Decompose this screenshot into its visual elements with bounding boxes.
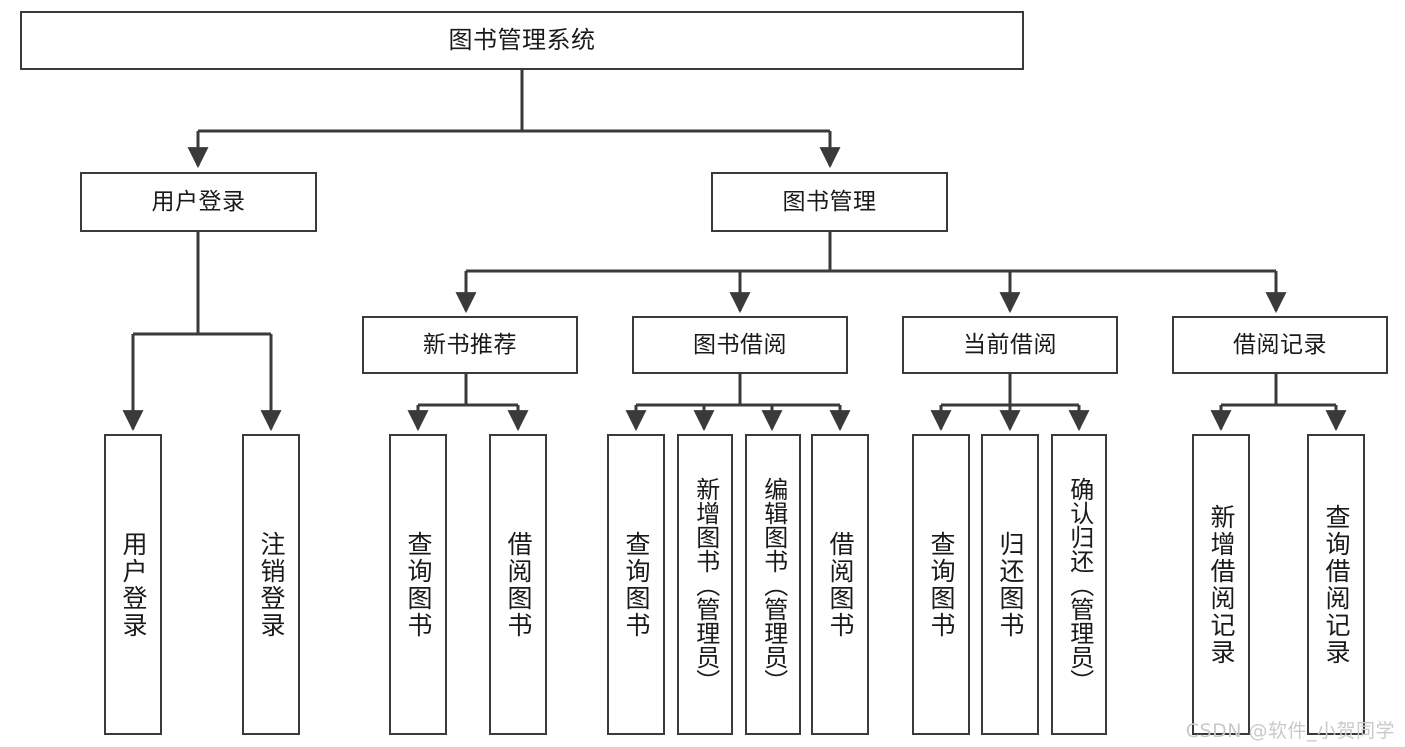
node-label: 归还图书 — [996, 530, 1025, 639]
node-label: 当前借阅 — [963, 331, 1057, 358]
leaf-borrow-book[interactable]: 借阅图书 — [811, 434, 869, 735]
leaf-user-login[interactable]: 用户登录 — [104, 434, 162, 735]
leaf-query-borrow-record[interactable]: 查询借阅记录 — [1307, 434, 1365, 735]
node-label: 查询图书 — [622, 530, 651, 639]
node-label: 用户登录 — [151, 188, 246, 215]
node-label: 新增图书（管理员） — [691, 476, 720, 693]
node-label: 查询图书 — [927, 530, 956, 639]
node-label: 用户登录 — [119, 530, 148, 639]
node-root-system[interactable]: 图书管理系统 — [20, 11, 1024, 70]
node-label: 图书管理系统 — [448, 25, 596, 54]
node-borrow-record[interactable]: 借阅记录 — [1172, 316, 1388, 374]
leaf-add-book-admin[interactable]: 新增图书（管理员） — [677, 434, 733, 735]
leaf-query-book-recommend[interactable]: 查询图书 — [389, 434, 447, 735]
node-book-borrow[interactable]: 图书借阅 — [632, 316, 848, 374]
leaf-confirm-return-admin[interactable]: 确认归还（管理员） — [1051, 434, 1107, 735]
watermark: CSDN @软件_小贺同学 — [1185, 720, 1395, 742]
node-label: 图书借阅 — [693, 331, 787, 358]
node-label: 借阅图书 — [826, 530, 855, 639]
node-user-login[interactable]: 用户登录 — [80, 172, 317, 232]
leaf-query-book-borrow[interactable]: 查询图书 — [607, 434, 665, 735]
node-label: 查询图书 — [404, 530, 433, 639]
node-label: 图书管理 — [782, 188, 877, 215]
leaf-query-book-current[interactable]: 查询图书 — [912, 434, 970, 735]
node-label: 新增借阅记录 — [1207, 503, 1236, 666]
node-label: 新书推荐 — [423, 331, 517, 358]
leaf-add-borrow-record[interactable]: 新增借阅记录 — [1192, 434, 1250, 735]
node-book-management[interactable]: 图书管理 — [711, 172, 948, 232]
node-new-book-recommend[interactable]: 新书推荐 — [362, 316, 578, 374]
leaf-borrow-book-recommend[interactable]: 借阅图书 — [489, 434, 547, 735]
node-label: 借阅记录 — [1233, 331, 1327, 358]
leaf-edit-book-admin[interactable]: 编辑图书（管理员） — [745, 434, 801, 735]
node-current-borrow[interactable]: 当前借阅 — [902, 316, 1118, 374]
node-label: 借阅图书 — [504, 530, 533, 639]
leaf-return-book[interactable]: 归还图书 — [981, 434, 1039, 735]
leaf-logout[interactable]: 注销登录 — [242, 434, 300, 735]
node-label: 确认归还（管理员） — [1065, 476, 1094, 693]
node-label: 查询借阅记录 — [1322, 503, 1351, 666]
node-label: 注销登录 — [257, 530, 286, 639]
node-label: 编辑图书（管理员） — [759, 476, 788, 693]
